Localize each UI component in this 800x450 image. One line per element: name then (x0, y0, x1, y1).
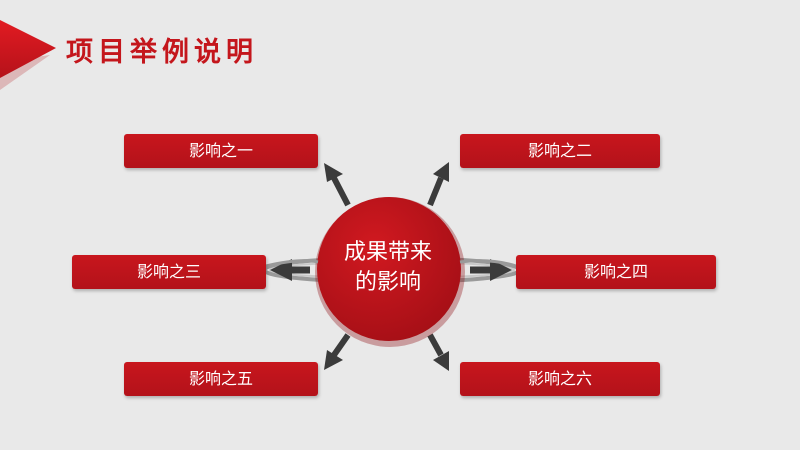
impact-box-3: 影响之三 (72, 255, 266, 289)
impact-box-6: 影响之六 (460, 362, 660, 396)
impact-box-2: 影响之二 (460, 134, 660, 168)
slide-title: 项目举例说明 (66, 37, 258, 68)
hub-label-line-2: 的影响 (354, 270, 421, 295)
hub-label: 成果带来 的影响 (308, 238, 468, 298)
arrow-right (470, 259, 512, 281)
arrow-up-left (324, 163, 351, 207)
impact-box-1: 影响之一 (124, 134, 318, 168)
corner-triangle-decoration (0, 20, 56, 90)
impact-box-4: 影响之四 (516, 255, 716, 289)
hub-label-line-1: 成果带来 (343, 240, 432, 265)
arrow-down-right (427, 333, 449, 371)
arrow-left (270, 259, 310, 281)
arrow-up-right (427, 162, 449, 207)
hub-circle (317, 197, 461, 341)
impact-box-5: 影响之五 (124, 362, 318, 396)
arrow-down-left (324, 333, 351, 370)
